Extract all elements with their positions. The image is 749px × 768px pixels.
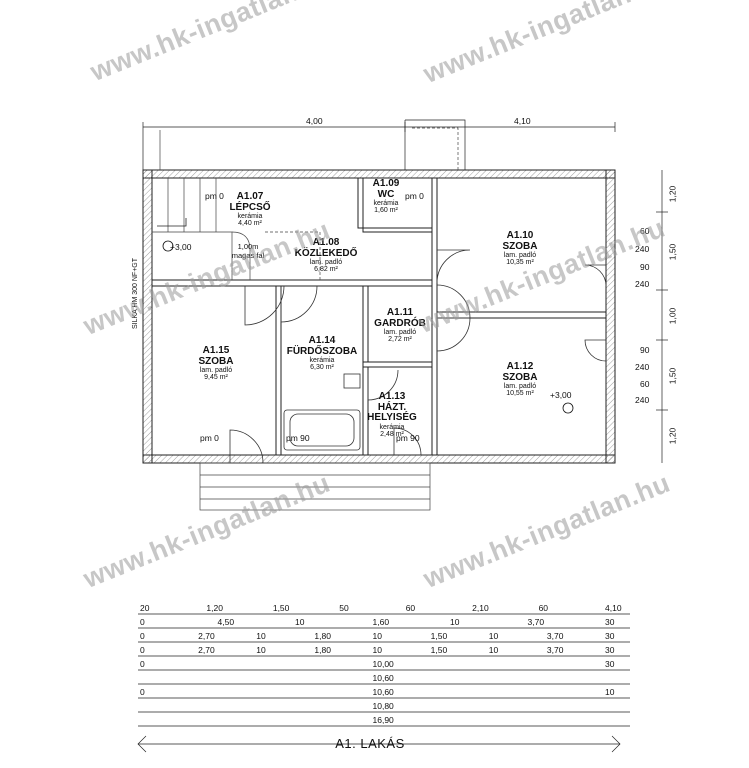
pm-label-a113: pm 90 xyxy=(396,433,420,443)
bottom-dim-label: 60 xyxy=(405,603,416,613)
bottom-dim-label: 0 xyxy=(140,659,145,669)
right-opening-8: 240 xyxy=(635,395,650,405)
bottom-dim-label: 16,90 xyxy=(372,715,394,725)
bottom-dimension-chains xyxy=(137,613,630,753)
right-opening-7: 60 xyxy=(640,379,650,389)
bottom-dim-label: 1,50 xyxy=(430,631,448,641)
top-dim-right: 4,10 xyxy=(514,116,531,126)
pm-label-bath: pm 90 xyxy=(286,433,310,443)
bottom-dim-label: 3,70 xyxy=(527,617,545,627)
bottom-dim-label: 0 xyxy=(140,617,145,627)
bottom-dim-label: 3,70 xyxy=(546,631,564,641)
bottom-dim-label: 2,70 xyxy=(198,631,215,641)
bottom-dim-label: 10 xyxy=(605,687,615,697)
bottom-dim-label: 0 xyxy=(140,687,145,697)
bottom-dim-label: 1,60 xyxy=(372,617,390,627)
right-dim-4: 1,50 xyxy=(667,367,678,385)
level-right: +3,00 xyxy=(550,390,572,400)
staircase xyxy=(152,178,321,280)
right-opening-1: 60 xyxy=(640,226,650,236)
bottom-dim-label: 0 xyxy=(140,645,145,655)
right-opening-3: 90 xyxy=(640,262,650,272)
pm-label-a115: pm 0 xyxy=(200,433,219,443)
bottom-dim-label: 10 xyxy=(450,617,460,627)
bottom-dim-label: 1,80 xyxy=(314,645,331,655)
bottom-dim-label: 10,60 xyxy=(372,687,394,697)
bottom-dim-label: 30 xyxy=(605,659,615,669)
interior-walls xyxy=(151,177,607,456)
level-left: +3,00 xyxy=(170,242,192,252)
plan-title: A1. LAKÁS xyxy=(335,736,405,751)
bottom-dim-label: 10 xyxy=(488,645,499,655)
right-opening-2: 240 xyxy=(635,244,650,254)
bottom-dim-label: 4,50 xyxy=(217,617,235,627)
bottom-dim-label: 60 xyxy=(538,603,549,613)
bottom-dim-label: 1,50 xyxy=(430,645,448,655)
bottom-dim-label: 10,60 xyxy=(372,673,394,683)
pm-label-wc: pm 0 xyxy=(405,191,424,201)
bottom-dim-label: 2,70 xyxy=(198,645,215,655)
bottom-dim-label: 1,80 xyxy=(314,631,331,641)
doors xyxy=(229,249,607,464)
right-dimension xyxy=(656,170,668,463)
right-opening-4: 240 xyxy=(635,279,650,289)
bottom-dim-label: 10 xyxy=(256,645,266,655)
right-dim-1: 1,20 xyxy=(667,185,678,203)
bottom-dim-label: 20 xyxy=(140,603,150,613)
bottom-dim-label: 3,70 xyxy=(546,645,564,655)
wall-height-note: 1,00m magas fal xyxy=(231,242,265,260)
right-dim-3: 1,00 xyxy=(667,307,678,325)
bottom-dim-label: 10 xyxy=(372,631,382,641)
bottom-dim-label: 4,10 xyxy=(605,603,622,613)
bottom-dim-label: 10 xyxy=(256,631,266,641)
bottom-dim-label: 30 xyxy=(605,645,615,655)
entry-steps xyxy=(159,119,466,511)
bottom-dim-label: 30 xyxy=(605,631,615,641)
bottom-dim-label: 1,50 xyxy=(272,603,290,613)
bottom-dim-label: 50 xyxy=(339,603,349,613)
bottom-dim-label: 2,10 xyxy=(472,603,489,613)
level-markers xyxy=(162,240,574,414)
right-opening-6: 240 xyxy=(635,362,650,372)
bottom-dim-label: 10,00 xyxy=(372,659,394,669)
pm-label-stair: pm 0 xyxy=(205,191,224,201)
top-dim-left: 4,00 xyxy=(306,116,323,126)
bathtub xyxy=(283,373,361,451)
bottom-dim-label: 10 xyxy=(372,645,382,655)
bottom-dim-label: 1,20 xyxy=(206,603,223,613)
right-opening-5: 90 xyxy=(640,345,650,355)
bottom-dim-label: 10 xyxy=(488,631,499,641)
bottom-dim-label: 30 xyxy=(605,617,615,627)
bottom-dim-label: 10,80 xyxy=(372,701,394,711)
right-dim-5: 1,20 xyxy=(667,427,678,445)
top-dimension xyxy=(142,122,616,170)
bottom-dim-label: 0 xyxy=(140,631,145,641)
right-dim-2: 1,50 xyxy=(667,243,678,261)
bottom-dim-label: 10 xyxy=(295,617,305,627)
